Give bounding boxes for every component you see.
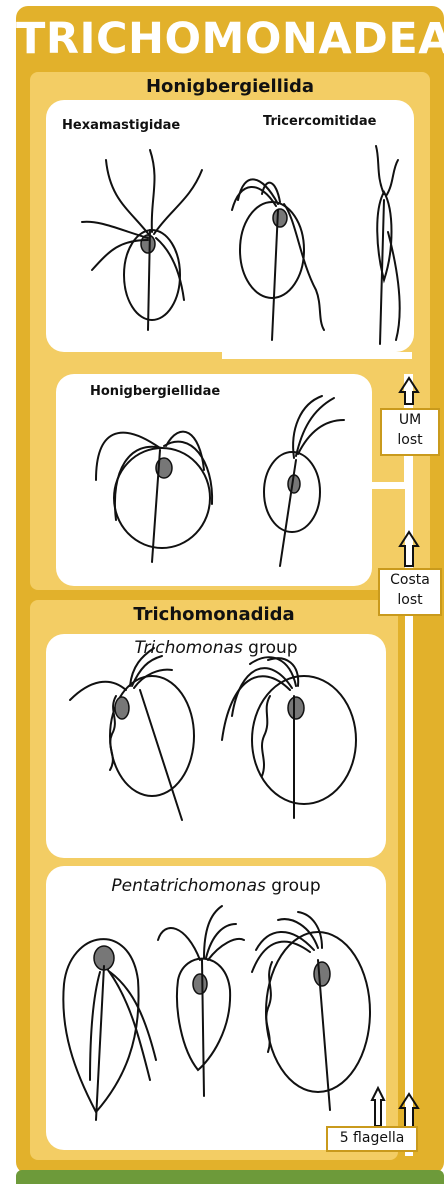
hexamastigidae-cell-2 xyxy=(240,202,304,298)
pentatrichomonas-drawing-1 xyxy=(63,939,156,1120)
pentatrichomonas-flagellum-3d xyxy=(298,912,322,948)
tricercomitidae-axostyle xyxy=(380,200,384,344)
pentatrichomonas-flagellum-2d xyxy=(208,939,244,960)
honigbergiellidae-drawing-1 xyxy=(96,432,212,562)
hexamastigidae-flagellum-1 xyxy=(106,160,150,236)
five-flagella-label: 5 flagella xyxy=(328,1128,416,1148)
honigbergiellidae-drawing-2 xyxy=(264,396,344,566)
honigbergiellidae-flagellum-2b xyxy=(298,420,344,454)
pentatrichomonas-flagellum-1a xyxy=(108,970,150,1080)
trichomonas-nucleus-1 xyxy=(115,697,129,719)
tricercomitidae-flagellum-2 xyxy=(386,160,398,196)
five-flagella-tag: 5 flagella xyxy=(326,1126,418,1152)
trichomonas-cell-1 xyxy=(110,676,194,796)
hexamastigidae-drawing-2 xyxy=(232,179,324,340)
hexamastigidae-nucleus-2 xyxy=(273,209,287,227)
hexamastigidae-axostyle-2 xyxy=(272,210,278,340)
tricercomitidae-drawing xyxy=(376,146,400,344)
trichomonas-nucleus-2 xyxy=(288,697,304,719)
trichomonas-drawing-1 xyxy=(70,648,194,820)
pentatrichomonas-flagellum-3c xyxy=(278,919,318,948)
pentatrichomonas-nucleus-2 xyxy=(193,974,207,994)
um-lost-tag: UM lost xyxy=(380,408,440,456)
connector-branch-mid xyxy=(370,482,412,489)
hexamastigidae-flagellum-2 xyxy=(150,150,155,232)
hexamastigidae-flagellum-2d xyxy=(284,204,324,330)
costa-lost-line1: Costa xyxy=(380,570,440,590)
connector-main-line xyxy=(405,380,413,1156)
hexamastigidae-flagellum-5 xyxy=(92,240,148,270)
hexamastigidae-flagellum-3 xyxy=(154,170,202,234)
pentatrichomonas-nucleus-3 xyxy=(314,962,330,986)
pentatrichomonas-axostyle-1 xyxy=(96,966,104,1120)
costa-lost-tag: Costa lost xyxy=(378,568,442,616)
um-lost-line2: lost xyxy=(382,430,438,450)
arrow-up-flagella xyxy=(372,1088,384,1126)
pentatrichomonas-drawing-3 xyxy=(252,912,370,1110)
hexamastigidae-flagellum-4 xyxy=(82,222,148,238)
trichomonas-flagellum-2a xyxy=(222,676,290,740)
pentatrichomonas-flagellum-2a xyxy=(158,928,200,960)
trichomonas-flagellum-1a xyxy=(70,682,126,700)
hexamastigidae-drawing xyxy=(82,150,202,330)
connector-branch-top xyxy=(222,352,412,359)
tricercomitidae-flagellum-1 xyxy=(376,146,384,194)
um-lost-line1: UM xyxy=(382,410,438,430)
trichomonas-drawing-2 xyxy=(222,657,356,818)
costa-lost-line2: lost xyxy=(380,590,440,610)
trichomonas-cell-2 xyxy=(252,676,356,804)
pentatrichomonas-cell-3 xyxy=(266,932,370,1092)
honigbergiellidae-axostyle-2 xyxy=(280,460,296,566)
trichomonas-axostyle-1 xyxy=(140,690,182,820)
trichomonas-undulating-membrane-2 xyxy=(262,696,270,776)
pentatrichomonas-drawing-2 xyxy=(158,906,244,1096)
